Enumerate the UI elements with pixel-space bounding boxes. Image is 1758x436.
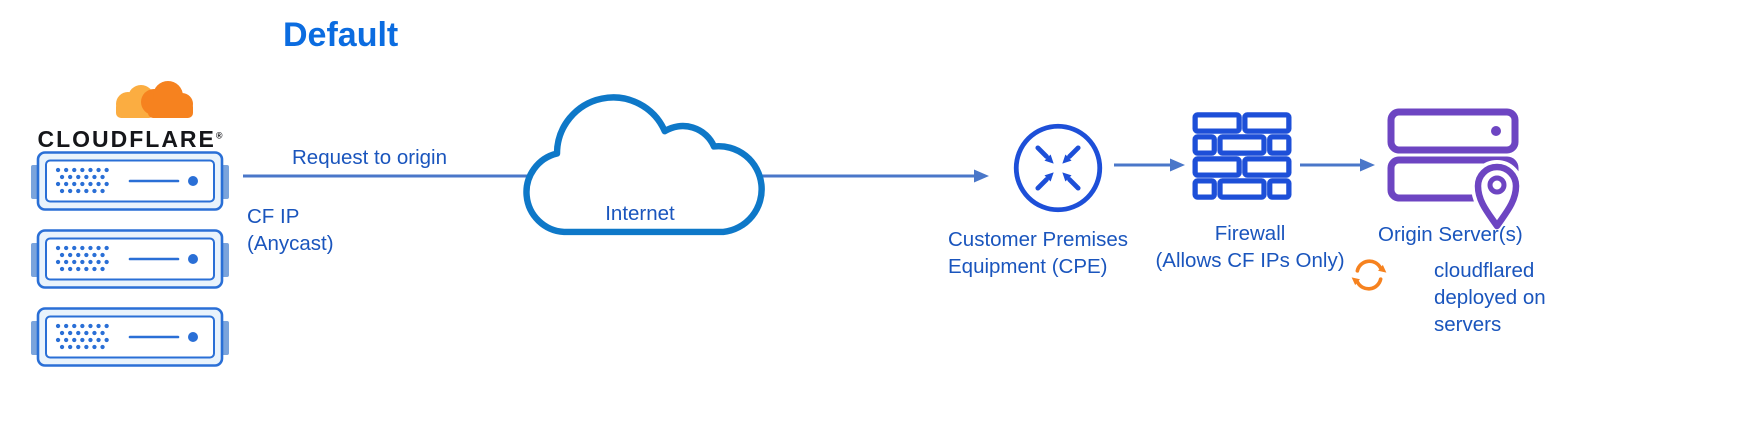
cpe-label-line2: Equipment (CPE) (948, 255, 1108, 279)
edge-server-icon (31, 307, 229, 367)
cloudflared-sync-icon (1351, 259, 1387, 291)
origin-servers-icon (1387, 108, 1524, 232)
location-pin-icon (1470, 160, 1524, 232)
firewall-icon (1192, 112, 1292, 200)
registered-trademark: ® (215, 130, 223, 141)
origin-label: Origin Server(s) (1378, 223, 1523, 246)
firewall-to-origin-arrow (1300, 158, 1375, 172)
cpe-label-line1: Customer Premises (948, 228, 1128, 251)
converge-arrows-icon (1035, 145, 1081, 191)
internet-cloud-icon (523, 94, 765, 236)
cloudflared-note: cloudflared deployed on servers (1434, 259, 1546, 337)
cf-ip-line2: (Anycast) (247, 232, 334, 256)
internet-label: Internet (605, 202, 675, 225)
cloudflare-wordmark-text: CLOUDFLARE (37, 126, 216, 152)
cloudflare-cloud-main-part (141, 81, 193, 118)
cloudflare-wordmark: CLOUDFLARE® (26, 126, 234, 153)
request-to-origin-label: Request to origin (292, 146, 447, 169)
firewall-label-line1: Firewall (1214, 222, 1286, 245)
firewall-label-line2: (Allows CF IPs Only) (1155, 249, 1345, 273)
cpe-icon (1013, 123, 1103, 213)
edge-server-icon (31, 151, 229, 211)
cloudflare-logo-icon (116, 81, 193, 118)
cf-ip-label: CF IP (Anycast) (247, 203, 334, 257)
cf-ip-line1: CF IP (247, 205, 300, 228)
cpe-label: Customer Premises Equipment (CPE) (948, 226, 1128, 280)
edge-server-icon (31, 229, 229, 289)
firewall-label: Firewall (Allows CF IPs Only) (1130, 220, 1370, 274)
cpe-to-firewall-arrow (1114, 158, 1185, 172)
diagram-title: Default (283, 16, 399, 54)
